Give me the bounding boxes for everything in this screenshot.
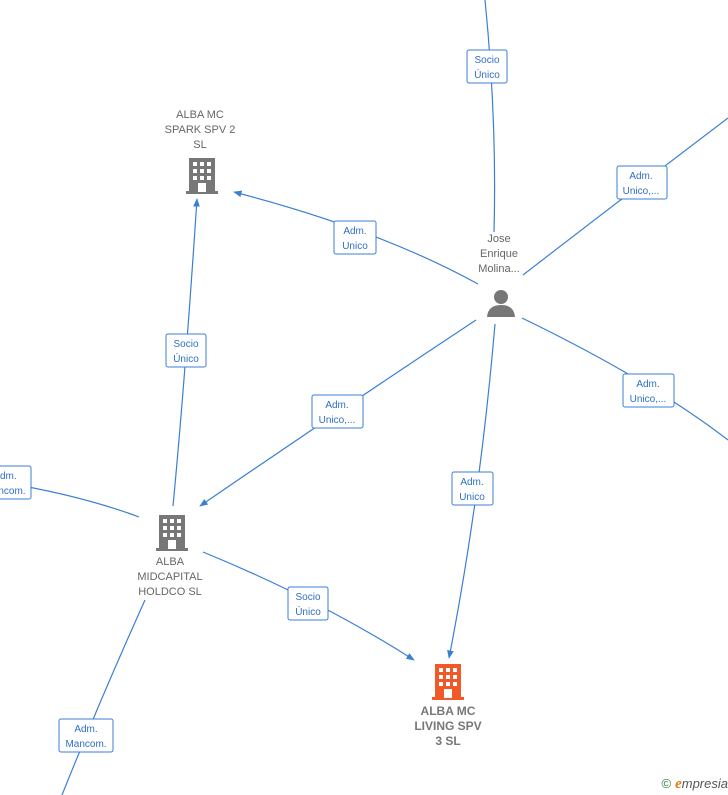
edge-label-right-lower[interactable]: Adm. Unico,... [622,373,675,408]
svg-text:Adm.: Adm. [74,724,97,735]
svg-text:Unico: Unico [459,492,485,503]
edge-label-right-upper[interactable]: Adm. Unico,... [616,165,668,200]
svg-text:Único: Único [295,605,321,618]
edge-label-person-living[interactable]: Adm. Unico [451,471,494,506]
edge-top-to-person [484,0,496,233]
svg-text:Adm.: Adm. [0,471,17,482]
svg-text:Único: Único [173,352,199,365]
svg-text:Adm.: Adm. [629,171,652,182]
edge-midcapital-to-bottom [61,599,146,795]
svg-text:Socio: Socio [173,339,198,350]
edge-label-mid-living[interactable]: Socio Único [287,586,329,621]
svg-text:Socio: Socio [474,55,499,66]
person-icon[interactable] [486,288,516,323]
svg-text:Adm.: Adm. [460,477,483,488]
svg-text:Socio: Socio [295,592,320,603]
edge-label-person-mid[interactable]: Adm. Unico,... [311,394,364,429]
brand-rest: mpresia [681,776,728,791]
edge-label-mid-socio[interactable]: Socio Único [165,333,207,368]
copyright-symbol: © [661,776,672,791]
building-icon[interactable] [186,158,218,199]
svg-text:Adm.: Adm. [343,226,366,237]
node-label-living[interactable]: ALBA MC LIVING SPV 3 SL [414,704,482,748]
edge-label-top-socio[interactable]: Socio Único [466,49,508,84]
building-icon[interactable] [156,515,188,556]
svg-text:Unico,...: Unico,... [630,394,667,405]
svg-text:Mancom.: Mancom. [0,486,26,497]
svg-text:Unico,...: Unico,... [319,415,356,426]
node-label-midcapital[interactable]: ALBA MIDCAPITAL HOLDCO SL [137,556,203,598]
node-label-spark[interactable]: ALBA MC SPARK SPV 2 SL [164,109,236,151]
svg-text:Unico,...: Unico,... [623,186,660,197]
edge-label-person-spark[interactable]: Adm. Unico [333,220,377,255]
brand-e: e [675,776,682,792]
building-icon[interactable] [432,664,464,705]
node-label-person[interactable]: Jose Enrique Molina... [478,233,520,275]
edge-label-bottom-mancom[interactable]: Adm. Mancom. [58,718,114,753]
empresia-logo: ©empresia [661,776,728,793]
svg-text:Adm.: Adm. [636,379,659,390]
svg-text:Unico: Unico [342,241,368,252]
svg-text:Único: Único [474,68,500,81]
svg-text:Adm.: Adm. [325,400,348,411]
edge-label-left-mancom[interactable]: Adm. Mancom. [0,465,32,500]
svg-text:Mancom.: Mancom. [65,739,106,750]
